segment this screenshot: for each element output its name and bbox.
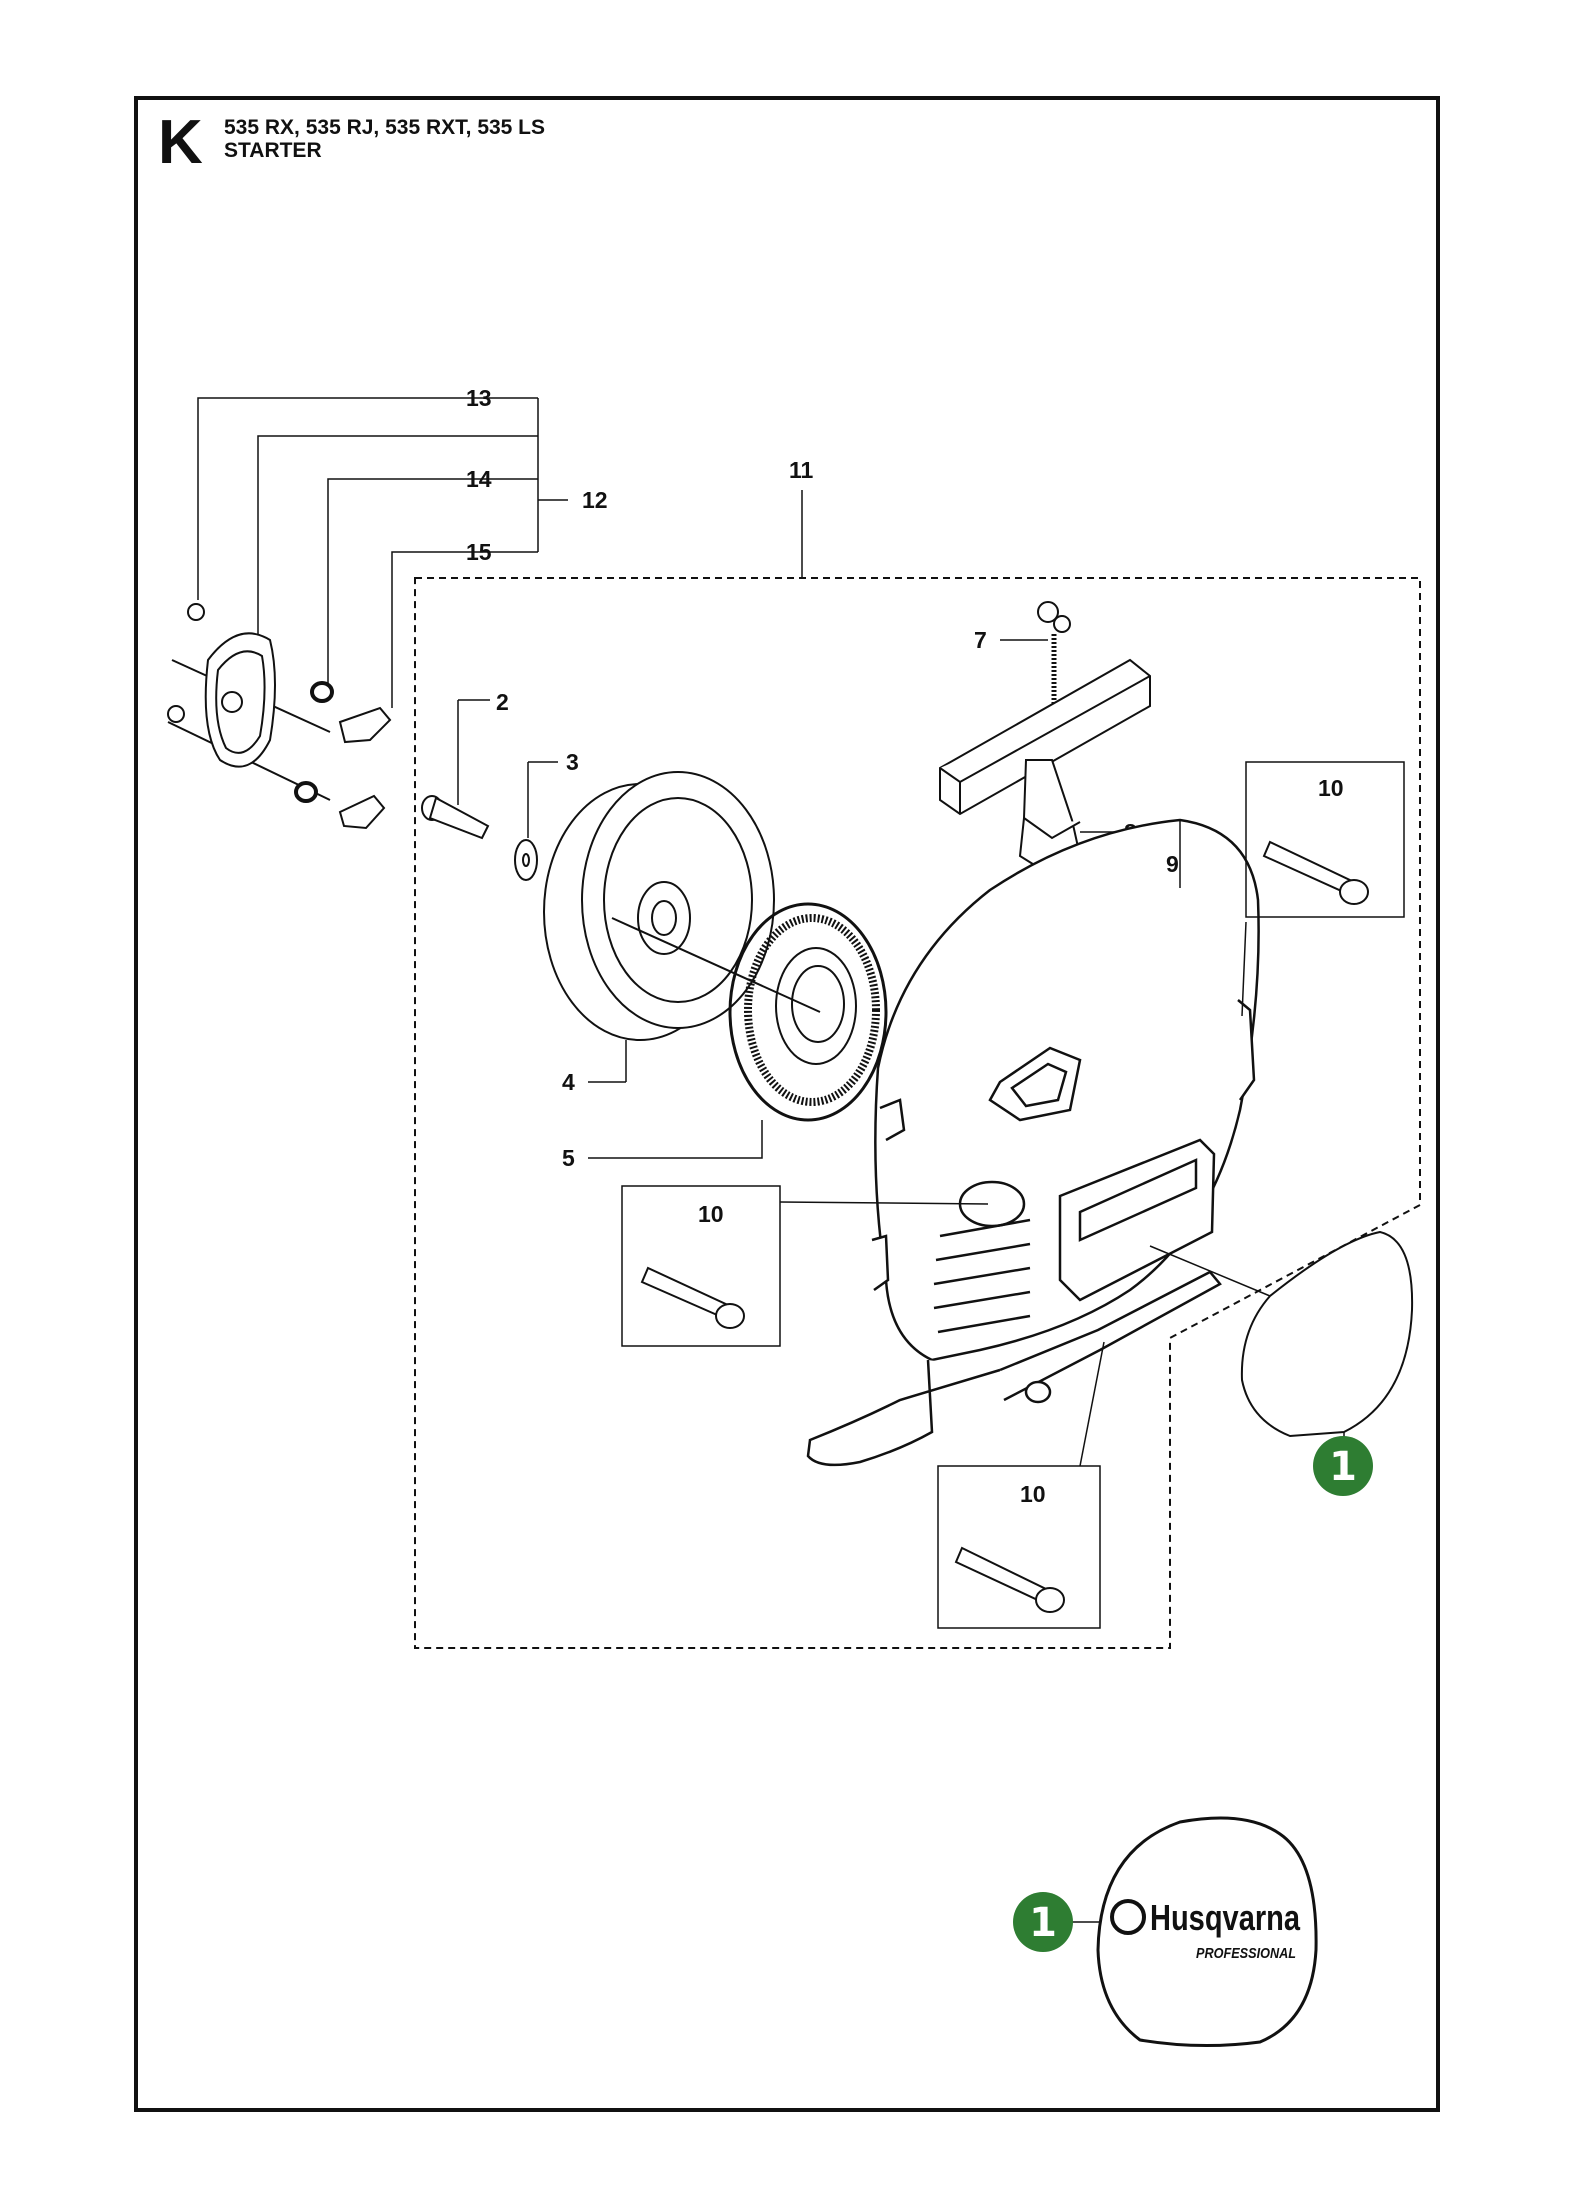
starter-handle-part-8 bbox=[939, 658, 1151, 878]
callout-15: 15 bbox=[466, 539, 492, 565]
callout-13: 13 bbox=[466, 385, 492, 411]
section-title: STARTER bbox=[224, 139, 322, 162]
callout-10-middle-left: 10 bbox=[698, 1201, 724, 1227]
screw-detail-box-bottom bbox=[937, 1341, 1105, 1629]
spring-part-5 bbox=[728, 902, 888, 1122]
screw-detail-box-top-right bbox=[1241, 761, 1405, 1017]
screw-detail-box-middle-left bbox=[621, 1185, 989, 1347]
callout-9: 9 bbox=[1166, 851, 1179, 877]
callout-4: 4 bbox=[562, 1069, 575, 1095]
model-list: 535 RX, 535 RJ, 535 RXT, 535 LS bbox=[224, 116, 546, 139]
callout-2: 2 bbox=[496, 689, 509, 715]
section-letter: K bbox=[158, 108, 203, 177]
leader-5 bbox=[588, 1120, 763, 1159]
logo-badge-number: 1 bbox=[1029, 1900, 1057, 1946]
page-frame bbox=[134, 96, 1440, 2112]
pawl-carrier-assembly bbox=[167, 603, 392, 830]
pulley-part-4 bbox=[543, 771, 821, 1041]
callout-14: 14 bbox=[466, 466, 492, 492]
callout-12: 12 bbox=[582, 487, 608, 513]
callout-11: 11 bbox=[789, 457, 814, 483]
assembly-boundary-dashed bbox=[414, 577, 1421, 1649]
logo-badge bbox=[1013, 1892, 1073, 1952]
callout-10-bottom: 10 bbox=[1020, 1481, 1046, 1507]
decal-part bbox=[1149, 1230, 1414, 1462]
starter-housing-part-9 bbox=[806, 818, 1260, 1467]
callout-5: 5 bbox=[562, 1145, 575, 1171]
logo-brand-text: Husqvarna bbox=[1150, 1897, 1301, 1938]
husqvarna-logo: Husqvarna PROFESSIONAL bbox=[1110, 1897, 1301, 1962]
husqvarna-crown-icon bbox=[1110, 1899, 1146, 1935]
decal-badge bbox=[1313, 1436, 1373, 1496]
logo-tagline-text: PROFESSIONAL bbox=[1196, 1945, 1296, 1962]
callout-3: 3 bbox=[566, 749, 579, 775]
callout-7: 7 bbox=[974, 627, 987, 653]
decal-badge-number: 1 bbox=[1329, 1444, 1357, 1490]
callout-10-top-right: 10 bbox=[1318, 775, 1344, 801]
screw-part-2 bbox=[421, 700, 490, 840]
header-text: 535 RX, 535 RJ, 535 RXT, 535 LS STARTER bbox=[224, 116, 545, 162]
leader-group-12 bbox=[197, 397, 568, 708]
washer-part-3 bbox=[514, 761, 558, 881]
logo-decal-outline bbox=[1096, 1816, 1318, 2048]
